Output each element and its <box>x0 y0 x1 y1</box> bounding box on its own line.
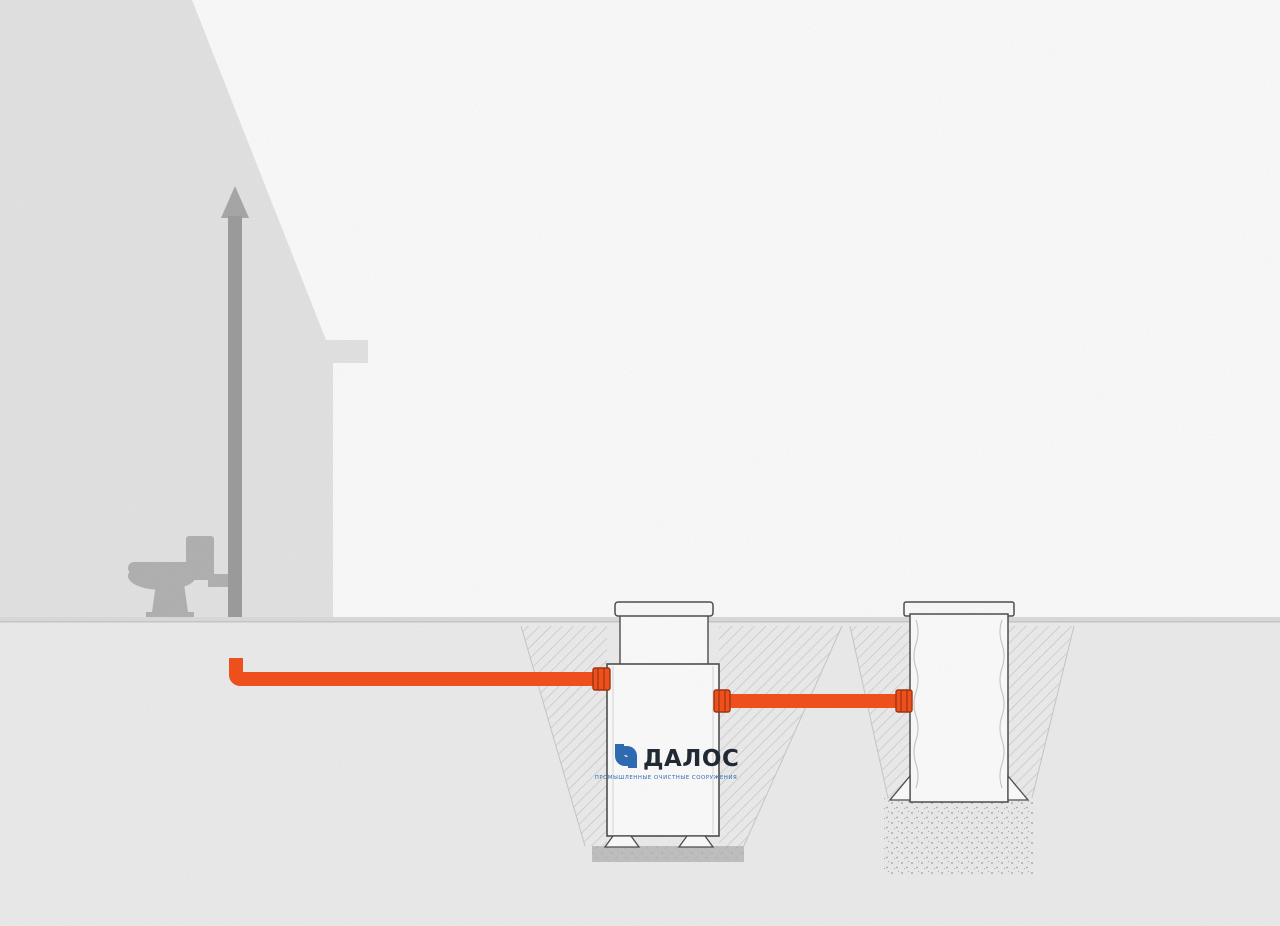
paper-grain-overlay <box>0 0 1280 926</box>
diagram-canvas: ДАЛОС ПРОМЫШЛЕННЫЕ ОЧИСТНЫЕ СООРУЖЕНИЯ <box>0 0 1280 926</box>
installation-diagram: ДАЛОС ПРОМЫШЛЕННЫЕ ОЧИСТНЫЕ СООРУЖЕНИЯ <box>0 0 1280 926</box>
